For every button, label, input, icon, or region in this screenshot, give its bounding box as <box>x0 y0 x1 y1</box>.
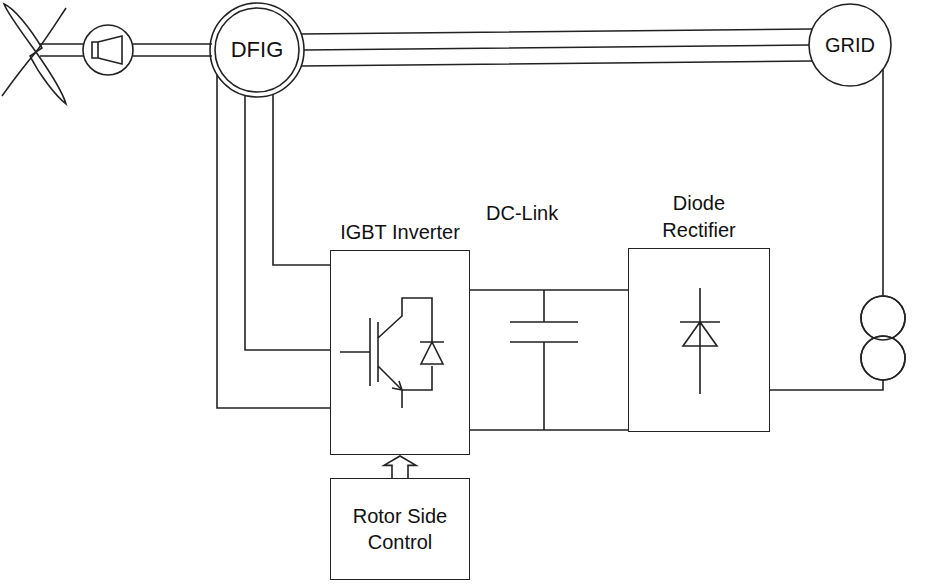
igbt-symbol <box>340 298 444 408</box>
label-holder: GRID <box>808 3 892 87</box>
wire <box>217 75 330 408</box>
label-holder: DFIG <box>209 2 305 98</box>
diode-symbol <box>680 288 720 394</box>
wire <box>770 69 883 390</box>
transformer-winding <box>861 296 905 340</box>
circle-ring <box>215 8 299 92</box>
label-holder: Rotor Side Control <box>331 479 469 579</box>
gearbox <box>92 36 122 64</box>
inverter-box: IGBT Inverter <box>330 250 470 455</box>
shaft <box>40 44 84 56</box>
control-arrow <box>384 456 416 478</box>
box-heading: IGBT Inverter <box>310 219 490 246</box>
shaft <box>133 44 212 56</box>
transformer-winding <box>861 336 905 380</box>
circle-ring <box>210 3 304 97</box>
generator-circle: DFIG <box>209 2 305 98</box>
turbine-blade <box>2 52 36 96</box>
turbine-blade <box>36 8 66 52</box>
grid-circle: GRID <box>808 3 892 87</box>
transformer-winding <box>861 296 905 340</box>
dc-link-label: DC-Link <box>486 200 558 226</box>
wire <box>301 29 812 66</box>
igbt-emitter-arrow <box>392 381 402 390</box>
node-label: Rotor Side Control <box>338 503 462 555</box>
capacitor <box>510 290 578 430</box>
node-label: DFIG <box>231 37 284 63</box>
turbine-blade <box>4 4 42 52</box>
wire <box>470 290 628 430</box>
node-label: GRID <box>825 32 875 58</box>
turbine-blade <box>30 52 66 104</box>
transformer-winding <box>861 336 905 380</box>
control-box: Rotor Side Control <box>330 478 470 580</box>
diode-symbol <box>421 342 443 364</box>
circle-ring <box>809 4 891 86</box>
gearbox-housing <box>83 25 133 75</box>
box-heading: Diode Rectifier <box>644 190 754 244</box>
rectifier-box: Diode Rectifier <box>628 248 770 432</box>
